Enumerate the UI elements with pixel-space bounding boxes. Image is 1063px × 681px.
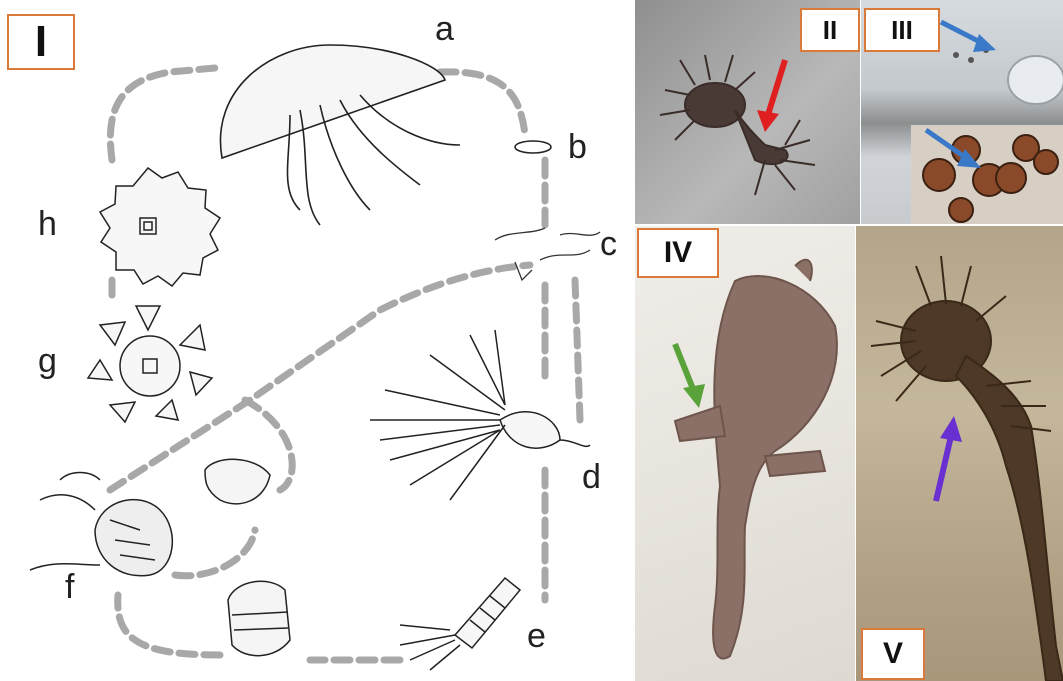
stage-label-a: a xyxy=(435,10,454,49)
life-cycle-drawing xyxy=(0,0,632,681)
purple-arrow-icon xyxy=(856,226,1063,681)
medusa-drawing xyxy=(220,45,460,225)
stage-label-d: d xyxy=(582,458,601,497)
stage-c-drawing xyxy=(495,228,600,280)
panel-iii-photo: III xyxy=(861,0,1063,224)
stage-h-drawing xyxy=(100,168,220,286)
panel-v-label: V xyxy=(861,628,925,680)
green-arrow-icon xyxy=(635,226,855,681)
panel-ii-photo: II xyxy=(635,0,860,224)
panel-ii-label: II xyxy=(800,8,860,52)
stage-label-g: g xyxy=(38,342,57,381)
stage-label-c: c xyxy=(600,225,617,264)
stage-f-drawing xyxy=(30,459,290,655)
stage-e-drawing xyxy=(400,578,520,670)
stage-label-b: b xyxy=(568,128,587,167)
panel-iv-label: IV xyxy=(637,228,719,278)
stage-d-drawing xyxy=(370,330,590,500)
stage-label-h: h xyxy=(38,205,57,244)
stage-b-drawing xyxy=(515,141,551,153)
panel-iv-photo: IV xyxy=(635,226,855,681)
panel-v-photo: V xyxy=(856,226,1063,681)
panel-iii-label: III xyxy=(864,8,940,52)
stage-label-f: f xyxy=(65,568,74,607)
panel-i-label: I xyxy=(7,14,75,70)
panel-life-cycle: I a b c d e f g h xyxy=(0,0,632,681)
stage-g-drawing xyxy=(88,306,212,422)
stage-label-e: e xyxy=(527,617,546,656)
